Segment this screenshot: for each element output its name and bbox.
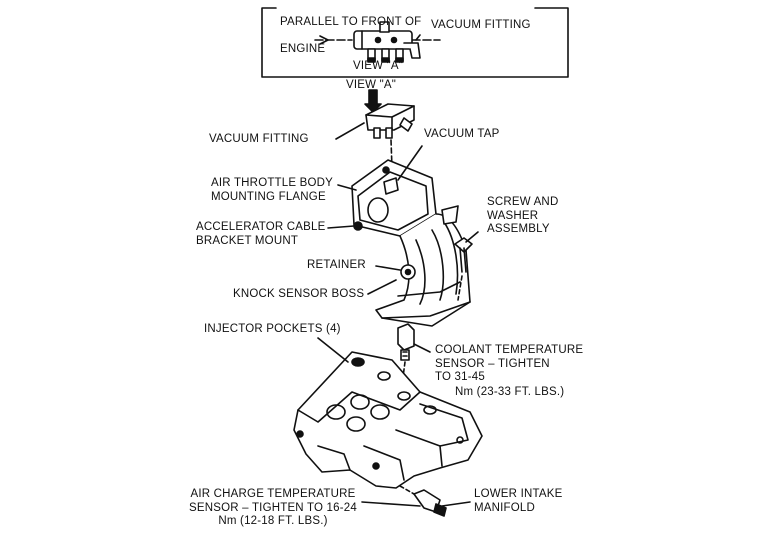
air-charge-sensor-part: [399, 485, 447, 517]
lower-intake-label: LOWER INTAKE MANIFOLD: [474, 488, 563, 514]
inset-vacuum-fitting-label: VACUUM FITTING: [431, 19, 531, 31]
screw-washer-label: SCREW AND WASHER ASSEMBLY: [487, 196, 559, 235]
upper-manifold: [327, 145, 471, 327]
coolant-sensor-label: COOLANT TEMPERATURE SENSOR – TIGHTEN TO …: [435, 344, 584, 383]
view-a-label: VIEW "A": [346, 79, 397, 91]
inset-view-a-label: VIEW "A": [353, 60, 404, 72]
injector-pockets-label: INJECTOR POCKETS (4): [204, 323, 341, 335]
inset-title: PARALLEL TO FRONT OF ENGINE: [280, 15, 422, 55]
vacuum-fitting-part: [335, 103, 415, 169]
screw-washer-part: [454, 231, 479, 301]
vacuum-fitting-label: VACUUM FITTING: [209, 133, 309, 145]
view-a-arrow: [364, 89, 382, 113]
inset-vacuum-fitting: [353, 21, 421, 63]
coolant-torque-label: Nm (23-33 FT. LBS.): [455, 386, 565, 398]
knock-sensor-label: KNOCK SENSOR BOSS: [233, 288, 365, 300]
air-throttle-body-label: AIR THROTTLE BODY MOUNTING FLANGE: [211, 177, 334, 203]
lower-intake-manifold: [293, 337, 483, 507]
air-charge-sensor-label: AIR CHARGE TEMPERATURE SENSOR – TIGHTEN …: [189, 488, 357, 527]
view-a-inset: [261, 7, 569, 78]
vacuum-tap-label: VACUUM TAP: [424, 128, 500, 140]
retainer-label: RETAINER: [307, 259, 366, 271]
accelerator-cable-label: ACCELERATOR CABLE BRACKET MOUNT: [196, 221, 326, 247]
